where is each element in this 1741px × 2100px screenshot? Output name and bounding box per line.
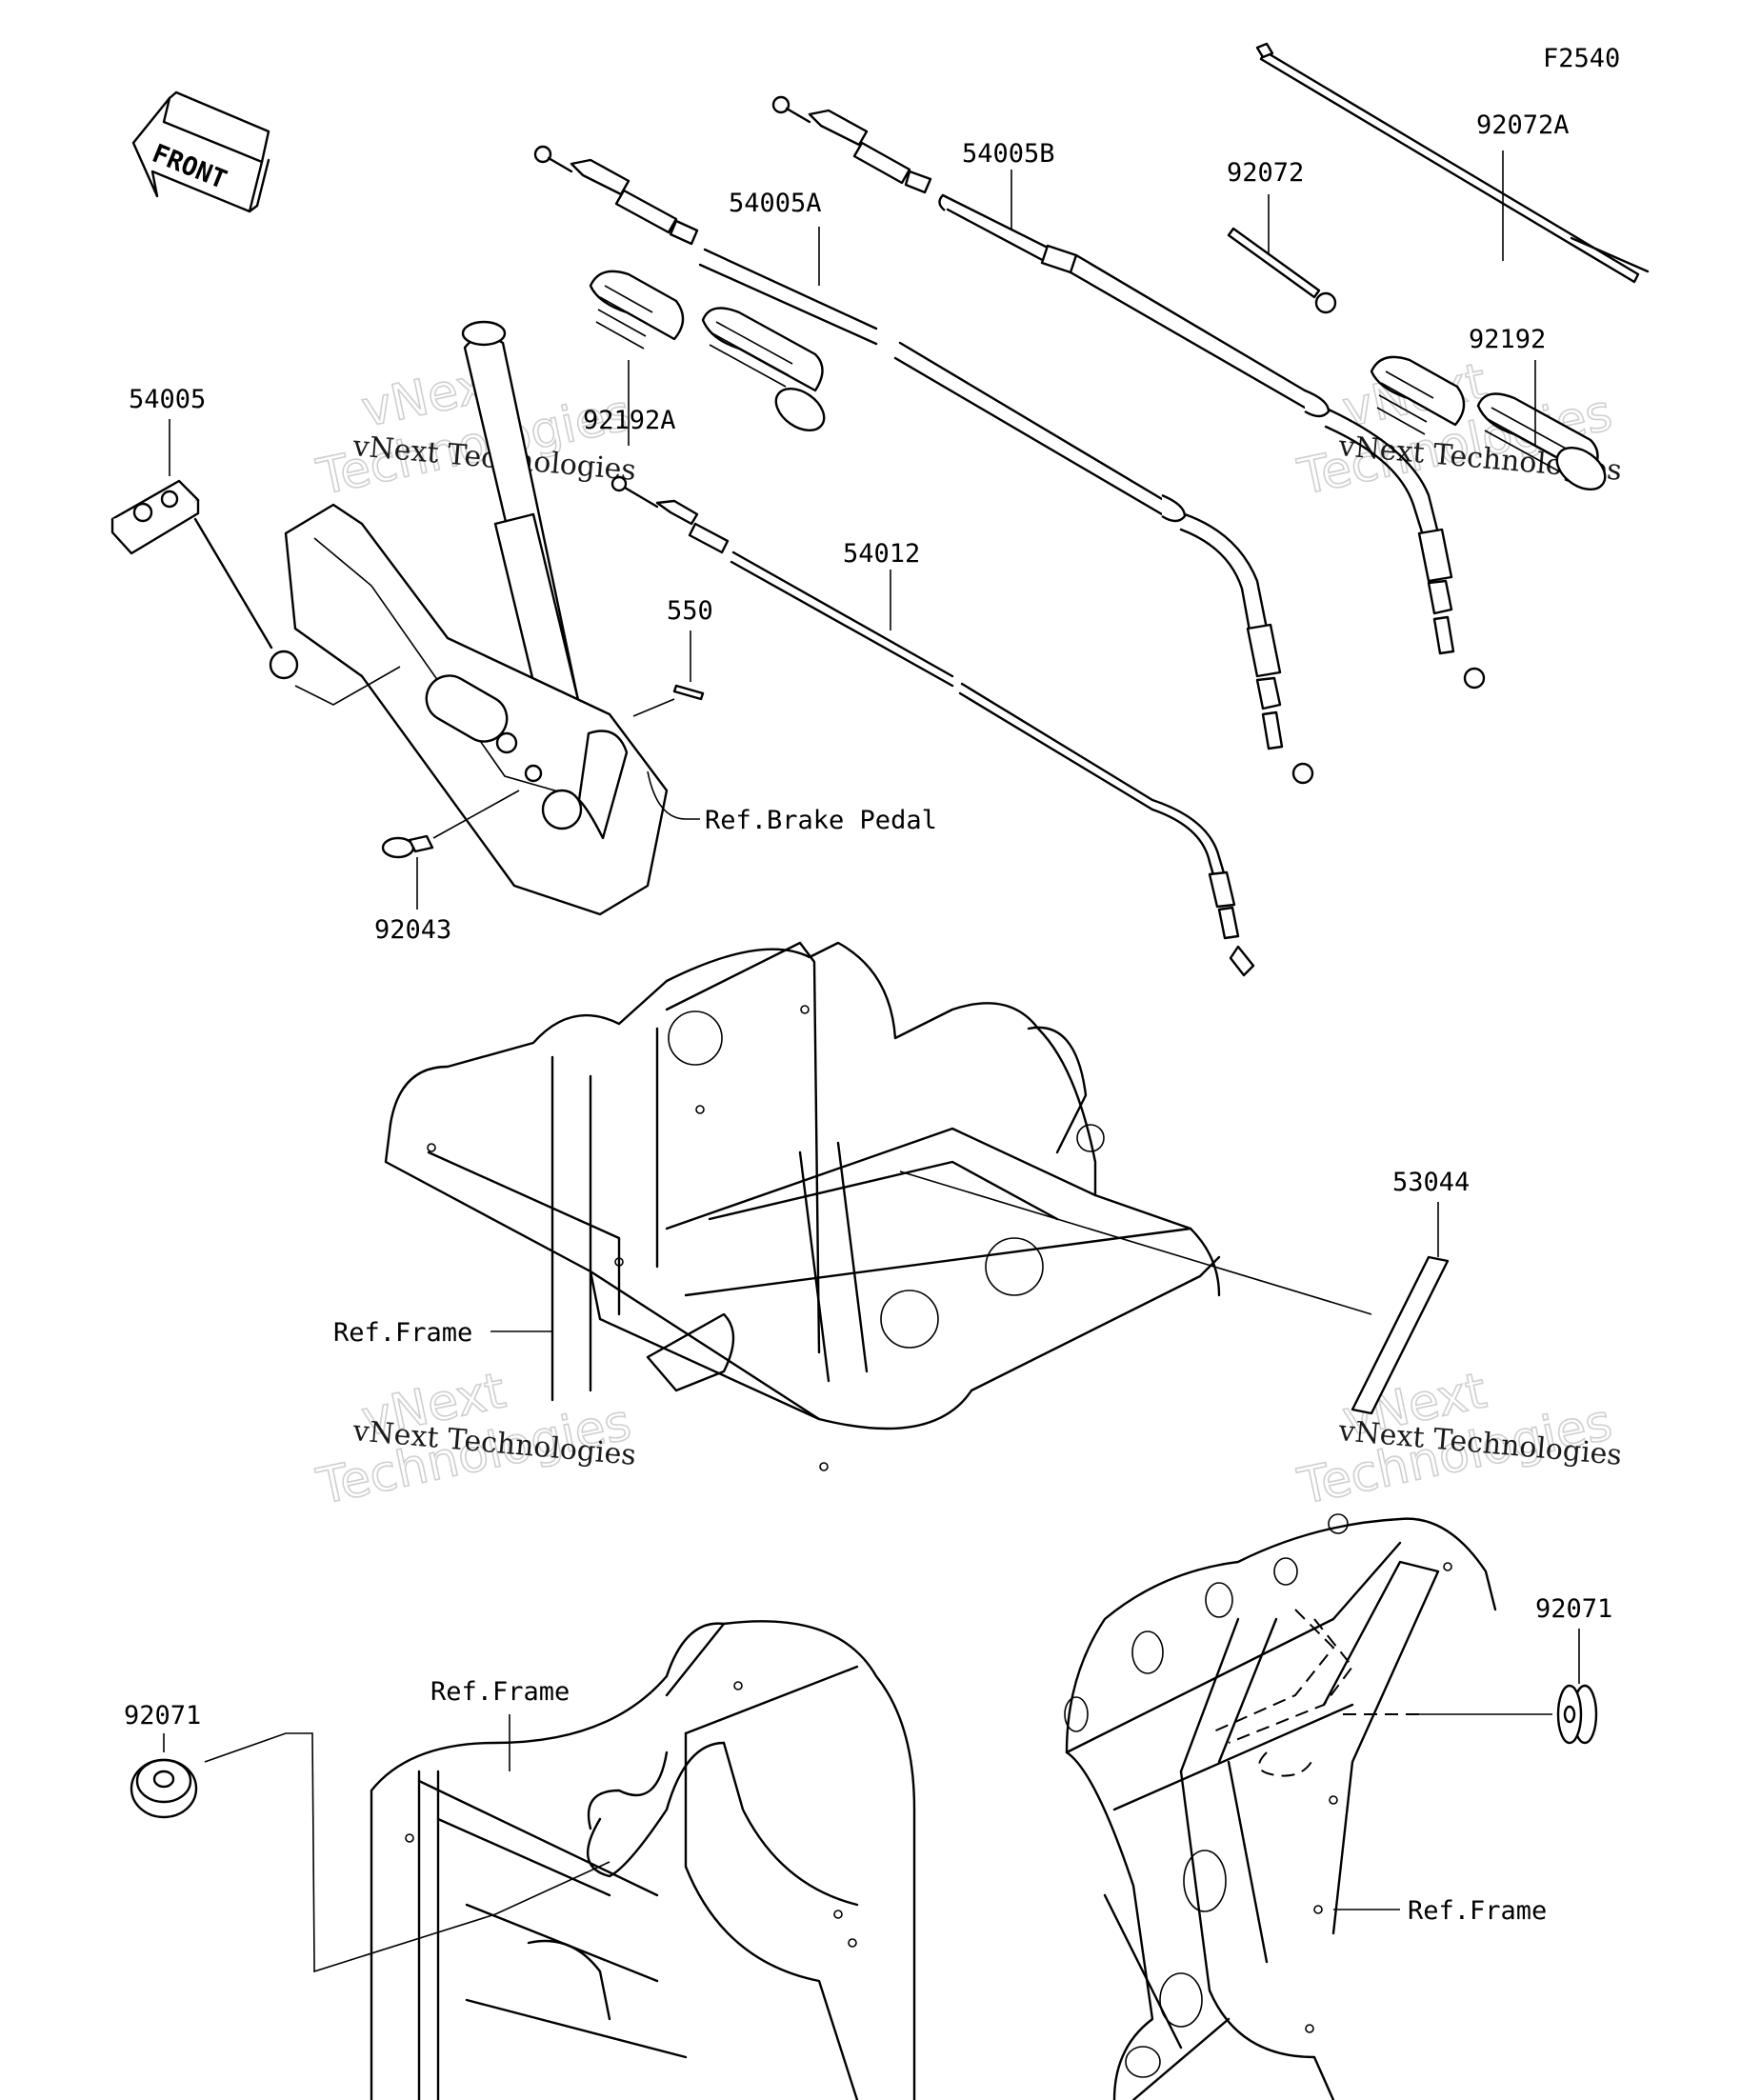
part-label-54005b: 54005B: [962, 139, 1055, 169]
grip-92192: [1370, 355, 1607, 491]
part-label-92192a: 92192A: [583, 406, 676, 435]
part-label-92072: 92072: [1227, 158, 1304, 188]
brake-pedal: [284, 320, 669, 916]
frame-bottom-left: [370, 1620, 916, 2100]
cable-54005: [110, 479, 299, 680]
ref-label-frame-middle: Ref.Frame: [333, 1318, 472, 1348]
grip-92192a: [589, 270, 826, 432]
frame-middle: [384, 941, 1221, 1471]
frame-bottom-right: [1064, 1513, 1497, 2100]
figure-code: F2540: [1543, 44, 1620, 73]
ref-label-frame-bottom-right: Ref.Frame: [1408, 1896, 1547, 1926]
pin-550: [672, 684, 705, 701]
grommet-92071-right: [1556, 1684, 1598, 1745]
part-label-92043: 92043: [374, 915, 451, 945]
part-label-92071-left: 92071: [124, 1701, 201, 1730]
part-label-92072a: 92072A: [1476, 110, 1570, 140]
pin-92043: [381, 834, 434, 859]
cable-54005a: [533, 145, 1314, 785]
front-arrow-icon: FRONT: [131, 90, 270, 213]
tie-strap-long: [1255, 42, 1650, 284]
part-label-92071-right: 92071: [1535, 1594, 1612, 1624]
part-label-550: 550: [667, 596, 713, 626]
grommet-92071-left: [130, 1758, 198, 1819]
part-label-54005a: 54005A: [729, 189, 822, 218]
tie-strap-short: [1227, 227, 1337, 314]
mat-53044: [1351, 1255, 1450, 1415]
part-label-53044: 53044: [1392, 1168, 1470, 1197]
part-label-54012: 54012: [843, 539, 920, 569]
cable-54012: [610, 475, 1255, 977]
part-label-54005: 54005: [129, 385, 206, 414]
cable-54005b: [771, 95, 1486, 690]
part-label-92192: 92192: [1469, 325, 1546, 354]
ref-label-frame-bottom-left: Ref.Frame: [430, 1677, 570, 1707]
ref-label-brake-pedal: Ref.Brake Pedal: [705, 806, 937, 835]
